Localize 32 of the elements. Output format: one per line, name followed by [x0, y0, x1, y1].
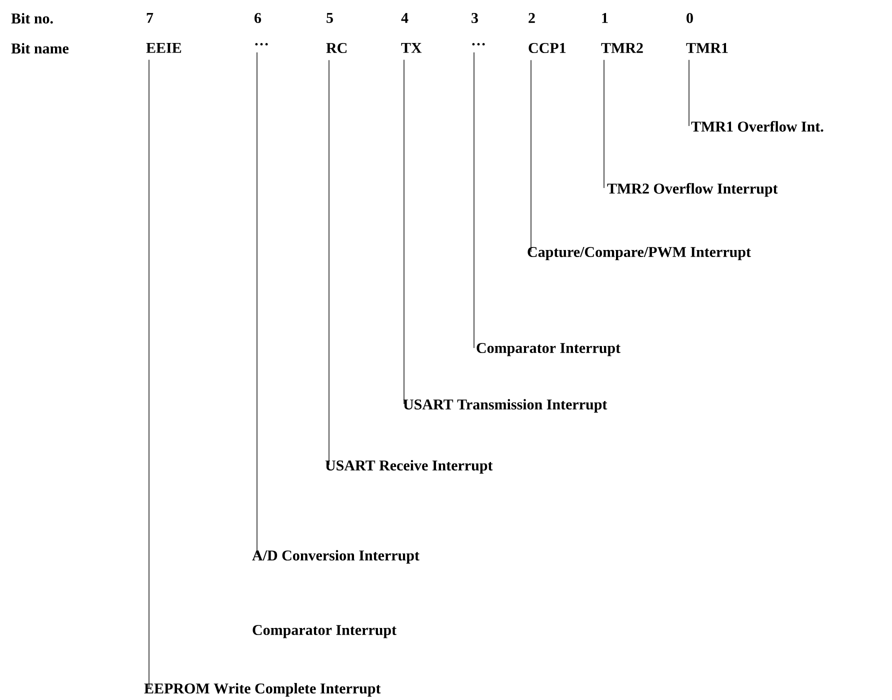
description-text: Comparator Interrupt — [476, 343, 620, 356]
description-text: A/D Conversion Interrupt — [252, 550, 420, 564]
leader-line — [688, 60, 690, 126]
bit-name: CCP1 — [528, 43, 566, 54]
bit-name: … — [255, 43, 268, 46]
leader-line — [530, 60, 532, 252]
description-text: TMR2 Overflow Interrupt — [607, 183, 778, 197]
bit-name: … — [472, 43, 485, 46]
row-heading: Bit name — [11, 43, 69, 54]
bit-name: TMR1 — [686, 43, 728, 53]
bit-number: 3 — [472, 13, 478, 24]
bit-number: 0 — [686, 12, 693, 24]
bit-number: 7 — [146, 13, 154, 23]
description-text: Comparator Interrupt — [252, 625, 396, 638]
bit-number: 5 — [326, 13, 333, 23]
bit-name: EEIE — [146, 43, 182, 53]
bit-number: 2 — [528, 13, 535, 23]
description-text: USART Transmission Interrupt — [403, 399, 608, 413]
description-text: TMR1 Overflow Int. — [691, 121, 824, 132]
bit-number: 4 — [401, 13, 408, 23]
description-text: EEPROM Write Complete Interrupt — [144, 683, 381, 697]
description-text: Capture/Compare/PWM Interrupt — [528, 247, 751, 260]
bit-name: TX — [401, 43, 422, 53]
bit-name: TMR2 — [601, 43, 643, 53]
leader-line — [256, 52, 258, 556]
leader-line — [328, 60, 330, 466]
bit-number: 6 — [254, 13, 262, 24]
bit-name: RC — [326, 43, 347, 54]
leader-line — [148, 59, 150, 688]
row-heading: Bit no. — [11, 13, 53, 24]
bit-number: 1 — [602, 13, 608, 23]
description-text: USART Receive Interrupt — [325, 460, 493, 474]
